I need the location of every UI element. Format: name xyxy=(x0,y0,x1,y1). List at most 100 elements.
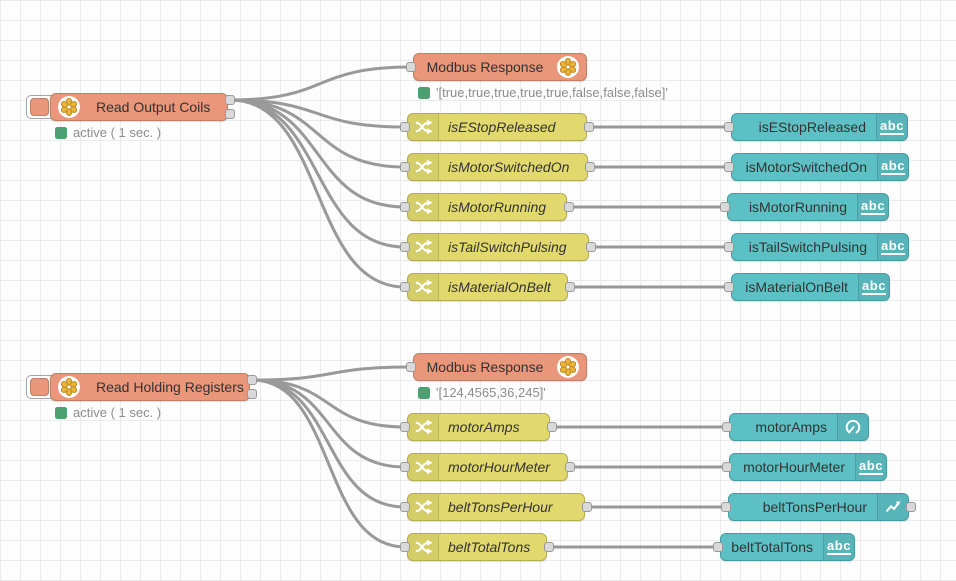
output-port[interactable] xyxy=(247,389,257,399)
abc-icon: abc xyxy=(857,194,888,220)
input-port[interactable] xyxy=(400,542,410,552)
abc-icon-text: abc xyxy=(881,239,905,255)
node-label: beltTotalTons xyxy=(448,534,546,560)
node-modbus-response[interactable]: Modbus Response xyxy=(413,353,587,381)
flower-icon xyxy=(557,56,579,78)
abc-icon: abc xyxy=(858,274,889,300)
input-port[interactable] xyxy=(406,362,416,372)
input-port[interactable] xyxy=(724,282,734,292)
node-istailswitchpulsing[interactable]: isTailSwitchPulsing xyxy=(407,233,589,261)
output-port[interactable] xyxy=(565,282,575,292)
status-dot-icon xyxy=(55,127,67,139)
node-belttonsperhour[interactable]: beltTonsPerHour xyxy=(407,493,585,521)
output-port[interactable] xyxy=(225,95,235,105)
flower-icon xyxy=(58,376,80,398)
output-port[interactable] xyxy=(247,375,257,385)
abc-icon-text: abc xyxy=(861,199,885,215)
node-ismaterialonbelt[interactable]: isMaterialOnBelt xyxy=(407,273,568,301)
output-port[interactable] xyxy=(547,422,557,432)
node-motoramps[interactable]: motorAmps xyxy=(729,413,869,441)
node-ismotorswitchedon[interactable]: isMotorSwitchedOnabc xyxy=(731,153,909,181)
status-text: '[true,true,true,true,true,false,false,f… xyxy=(436,85,668,100)
status-text: active ( 1 sec. ) xyxy=(73,125,161,140)
output-port[interactable] xyxy=(584,122,594,132)
input-port[interactable] xyxy=(400,282,410,292)
node-modbus-response[interactable]: Modbus Response xyxy=(413,53,587,81)
node-label: Read Holding Registers xyxy=(96,374,249,400)
abc-icon-text: abc xyxy=(881,159,905,175)
shuffle-icon xyxy=(408,454,439,480)
output-port[interactable] xyxy=(906,502,916,512)
node-read-output-coils[interactable]: Read Output Coils xyxy=(50,93,228,121)
status-dot-icon xyxy=(418,387,430,399)
node-ismotorrunning[interactable]: isMotorRunningabc xyxy=(727,193,889,221)
node-trigger-button-face xyxy=(30,378,49,396)
output-port[interactable] xyxy=(225,109,235,119)
shuffle-icon xyxy=(408,194,439,220)
node-label: beltTotalTons xyxy=(721,534,813,560)
input-port[interactable] xyxy=(721,502,731,512)
input-port[interactable] xyxy=(400,502,410,512)
status-dot-icon xyxy=(418,87,430,99)
node-isestopreleased[interactable]: isEStopReleasedabc xyxy=(731,113,908,141)
shuffle-icon xyxy=(408,414,439,440)
node-label: motorHourMeter xyxy=(730,454,845,480)
node-label: motorHourMeter xyxy=(448,454,567,480)
input-port[interactable] xyxy=(400,422,410,432)
node-motorhourmeter[interactable]: motorHourMeter xyxy=(407,453,568,481)
abc-icon: abc xyxy=(877,154,908,180)
input-port[interactable] xyxy=(720,202,730,212)
input-port[interactable] xyxy=(724,242,734,252)
status-text: active ( 1 sec. ) xyxy=(73,405,161,420)
node-label: beltTonsPerHour xyxy=(448,494,584,520)
input-port[interactable] xyxy=(722,422,732,432)
node-label: Modbus Response xyxy=(420,354,550,380)
abc-icon: abc xyxy=(876,114,907,140)
node-istailswitchpulsing[interactable]: isTailSwitchPulsingabc xyxy=(731,233,909,261)
output-port[interactable] xyxy=(586,242,596,252)
input-port[interactable] xyxy=(406,62,416,72)
node-ismotorrunning[interactable]: isMotorRunning xyxy=(407,193,567,221)
node-status: active ( 1 sec. ) xyxy=(55,405,161,420)
input-port[interactable] xyxy=(722,462,732,472)
shuffle-icon xyxy=(408,234,439,260)
node-isestopreleased[interactable]: isEStopReleased xyxy=(407,113,587,141)
output-port[interactable] xyxy=(582,502,592,512)
input-port[interactable] xyxy=(400,462,410,472)
node-belttonsperhour[interactable]: beltTonsPerHour xyxy=(728,493,909,521)
node-label: isEStopReleased xyxy=(448,114,586,140)
output-port[interactable] xyxy=(544,542,554,552)
abc-icon-text: abc xyxy=(827,539,851,555)
abc-icon-text: abc xyxy=(880,119,904,135)
node-label: Modbus Response xyxy=(420,54,550,80)
node-belttotaltons[interactable]: beltTotalTons xyxy=(407,533,547,561)
node-motoramps[interactable]: motorAmps xyxy=(407,413,550,441)
input-port[interactable] xyxy=(400,242,410,252)
node-read-holding-registers[interactable]: Read Holding Registers xyxy=(50,373,250,401)
input-port[interactable] xyxy=(400,162,410,172)
input-port[interactable] xyxy=(724,122,734,132)
node-ismotorswitchedon[interactable]: isMotorSwitchedOn xyxy=(407,153,588,181)
abc-icon-text: abc xyxy=(859,459,883,475)
shuffle-icon xyxy=(408,494,439,520)
node-motorhourmeter[interactable]: motorHourMeter abc xyxy=(729,453,887,481)
output-port[interactable] xyxy=(565,462,575,472)
input-port[interactable] xyxy=(713,542,723,552)
output-port[interactable] xyxy=(564,202,574,212)
node-ismaterialonbelt[interactable]: isMaterialOnBelt abc xyxy=(731,273,890,301)
node-status: '[124,4565,36,245]' xyxy=(418,385,546,400)
shuffle-icon xyxy=(408,534,439,560)
input-port[interactable] xyxy=(400,122,410,132)
input-port[interactable] xyxy=(400,202,410,212)
node-label: isMaterialOnBelt xyxy=(732,274,848,300)
abc-icon: abc xyxy=(823,534,854,560)
output-port[interactable] xyxy=(585,162,595,172)
input-port[interactable] xyxy=(724,162,734,172)
node-label: motorAmps xyxy=(730,414,827,440)
node-label: Read Output Coils xyxy=(96,94,227,120)
node-status: active ( 1 sec. ) xyxy=(55,125,161,140)
shuffle-icon xyxy=(408,154,439,180)
node-belttotaltons[interactable]: beltTotalTons abc xyxy=(720,533,855,561)
